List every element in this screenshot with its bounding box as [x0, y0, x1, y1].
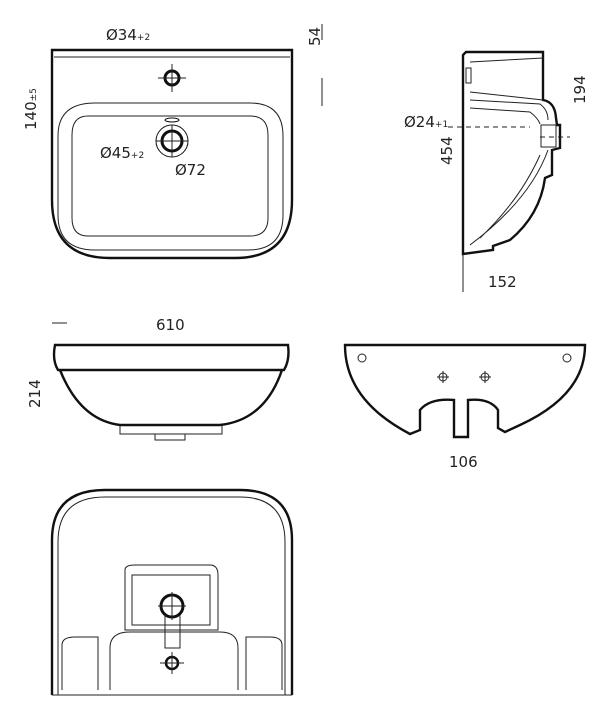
fixing-hole-icon	[437, 371, 449, 383]
depth-offset-label: 152	[488, 273, 517, 291]
overflow-icon	[164, 117, 180, 123]
width-label: 610	[156, 316, 185, 334]
side-view: Ø24+1 194 454 152	[404, 40, 589, 292]
top-view: Ø34+2 54 140±5 Ø45+2 Ø72	[22, 24, 324, 260]
front-rim	[52, 343, 290, 372]
top-outline	[50, 48, 294, 260]
back-outline	[343, 343, 587, 439]
front-view: 610 214	[26, 316, 290, 441]
side-outline	[461, 50, 562, 256]
outlet-height-label: 194	[571, 75, 589, 104]
front-bowl	[58, 369, 284, 427]
outlet-width-label: 106	[449, 453, 478, 471]
height-label: 454	[438, 136, 456, 165]
outlet-icon	[158, 592, 186, 620]
rim-height-label: 54	[306, 27, 324, 46]
bottom-outline	[50, 488, 294, 695]
tap-hole-icon	[160, 652, 184, 674]
bowl-height-label: 214	[26, 379, 44, 408]
back-view: 106	[343, 343, 587, 471]
waste-outlet-label: Ø24+1	[404, 113, 448, 131]
tap-hole-icon	[158, 64, 186, 92]
drain-hole-label: Ø45+2	[100, 144, 144, 162]
tap-to-drain-label: 140±5	[22, 88, 40, 130]
tap-hole-label: Ø34+2	[106, 26, 150, 44]
basin-outer	[57, 102, 284, 251]
drain-outer-label: Ø72	[175, 161, 206, 179]
drain-hole-icon	[155, 124, 189, 158]
bottom-view	[50, 488, 294, 696]
basin-inner	[71, 115, 269, 237]
fixing-hole-icon	[479, 371, 491, 383]
